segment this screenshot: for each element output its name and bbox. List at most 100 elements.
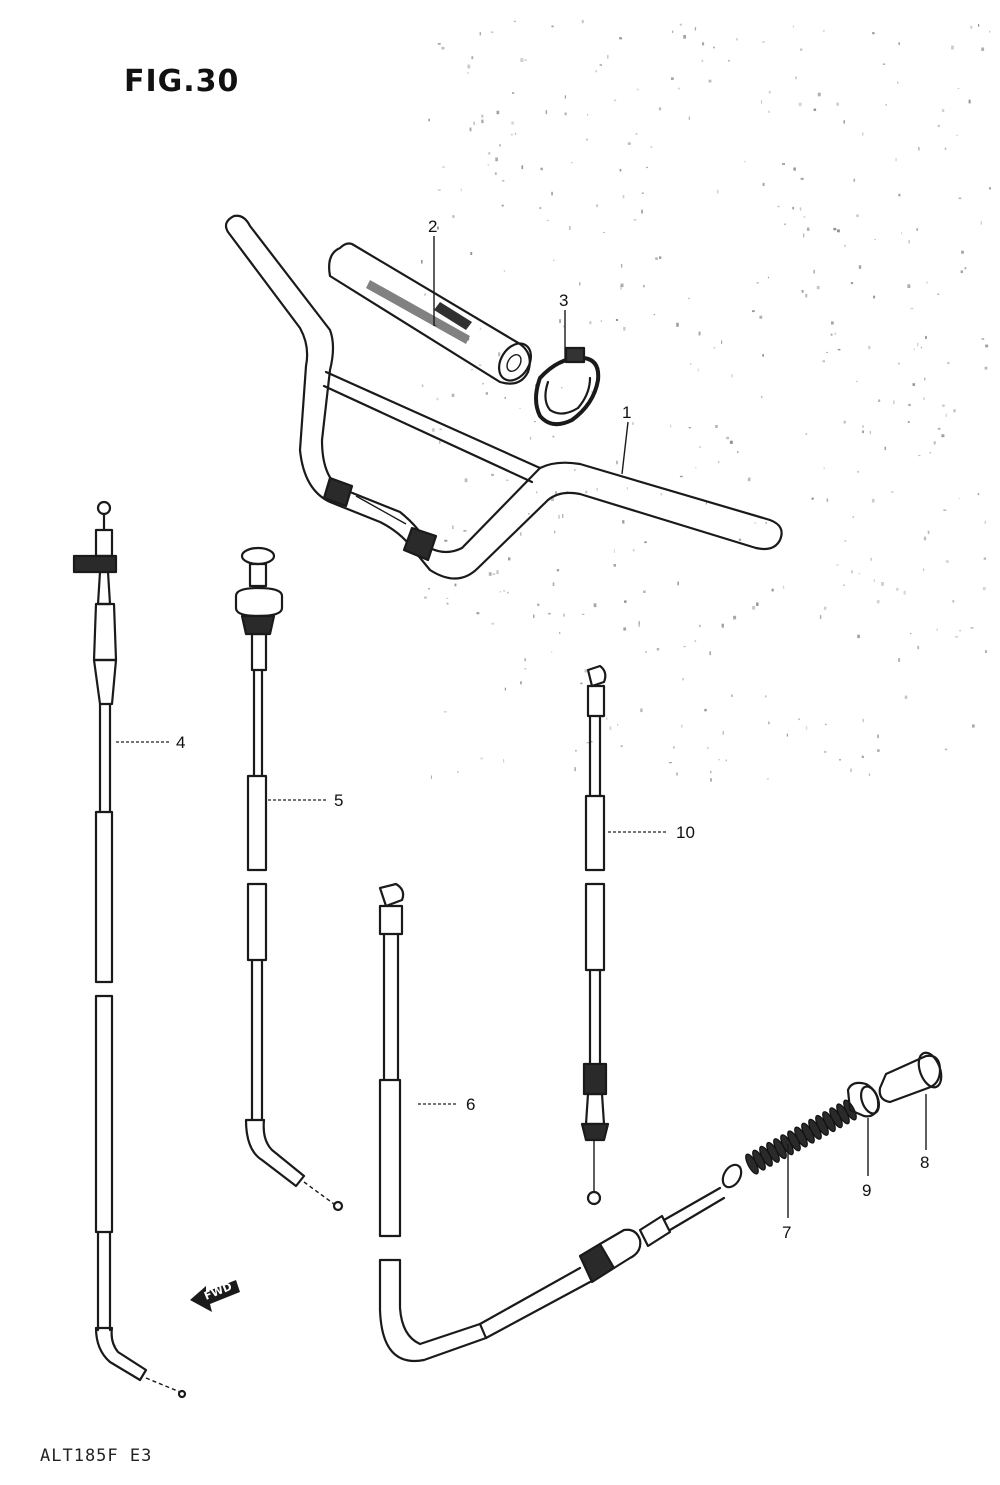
scan-speck <box>533 614 535 619</box>
scan-speck <box>464 478 468 483</box>
cap-part-9[interactable] <box>846 1081 882 1118</box>
scan-speck <box>862 132 864 136</box>
scan-speck <box>632 549 635 552</box>
scan-speck <box>570 162 573 164</box>
scan-speck <box>977 493 980 495</box>
scan-speck <box>646 166 648 169</box>
scan-speck <box>482 383 484 385</box>
scan-speck <box>653 314 655 316</box>
callout-label-10: 10 <box>676 823 695 842</box>
scan-speck <box>616 460 618 465</box>
cable-part-6[interactable] <box>378 882 745 1363</box>
scan-speck <box>660 493 663 496</box>
callout-label-9: 9 <box>862 1181 871 1200</box>
figure-title: FIG.30 <box>124 64 240 99</box>
scan-speck <box>877 749 880 752</box>
scan-speck <box>918 147 920 151</box>
scan-speck <box>907 284 911 288</box>
scan-speck <box>947 361 950 365</box>
cable-part-4[interactable] <box>72 500 187 1399</box>
scan-speck <box>552 435 555 438</box>
scan-speck <box>613 99 617 102</box>
scan-speck <box>836 564 839 566</box>
scan-speck <box>524 658 526 662</box>
scan-speck <box>885 104 887 106</box>
handlebar-part-1[interactable] <box>224 214 783 580</box>
scan-speck <box>800 48 803 51</box>
scan-speck <box>955 635 958 638</box>
scan-speck <box>638 621 640 625</box>
scan-speck <box>710 778 712 782</box>
scan-speck <box>816 286 820 290</box>
scan-speck <box>640 708 643 713</box>
scan-speck <box>421 260 423 264</box>
grip-part-2[interactable] <box>328 242 537 387</box>
scan-speck <box>490 31 494 33</box>
scan-speck <box>460 188 462 192</box>
scan-speck <box>941 434 945 438</box>
scan-speck <box>439 428 442 430</box>
scan-speck <box>957 87 960 90</box>
scan-speck <box>737 451 739 454</box>
scan-speck <box>981 47 985 51</box>
scan-speck <box>548 612 551 615</box>
scan-speck <box>721 623 724 628</box>
scan-speck <box>495 157 498 162</box>
scan-speck <box>831 321 834 325</box>
scan-speck <box>622 195 625 199</box>
scan-speck <box>890 491 894 493</box>
scan-speck <box>929 452 931 454</box>
scan-speck <box>682 677 684 681</box>
scan-speck <box>524 668 527 670</box>
scan-speck <box>623 627 627 631</box>
clamp-part-3[interactable] <box>534 346 601 427</box>
scan-speck <box>858 573 861 575</box>
scan-speck <box>837 229 840 233</box>
scan-speck <box>868 345 871 350</box>
callout-labels: 2 3 1 4 5 6 7 8 9 10 <box>176 217 929 1242</box>
scan-speck <box>877 734 879 739</box>
scan-speck <box>679 475 683 478</box>
scan-speck <box>945 560 949 563</box>
scan-speck <box>843 120 845 124</box>
scan-speck <box>926 281 928 284</box>
scan-speck <box>800 177 804 180</box>
scan-speck <box>507 591 509 594</box>
spring-part-7[interactable] <box>743 1098 858 1175</box>
scan-speck <box>823 606 827 610</box>
scan-speck <box>563 613 565 617</box>
callout-label-3: 3 <box>559 291 568 310</box>
scan-speck <box>638 623 640 628</box>
cable-part-5[interactable] <box>234 546 344 1212</box>
scan-speck <box>768 721 770 725</box>
scan-speck <box>655 257 658 260</box>
scan-speck <box>907 421 910 423</box>
scan-speck <box>558 514 560 519</box>
scan-speck <box>843 584 845 586</box>
scan-speck <box>626 487 628 490</box>
scan-speck <box>923 536 927 541</box>
scan-speck <box>463 529 467 532</box>
scan-speck <box>428 118 430 122</box>
scan-speck <box>607 54 609 59</box>
scan-speck <box>862 718 864 723</box>
adjuster-part-8[interactable] <box>878 1050 946 1104</box>
scan-speck <box>782 585 785 589</box>
scan-speck <box>473 121 475 125</box>
scan-speck <box>444 539 448 542</box>
scan-speck <box>432 428 435 432</box>
scan-speck <box>761 395 763 399</box>
scan-speck <box>536 491 538 494</box>
scan-speck <box>613 564 616 567</box>
scan-speck <box>617 724 619 726</box>
cable-part-10[interactable] <box>580 664 610 1206</box>
scan-speck <box>895 157 897 162</box>
scan-speck <box>424 596 427 599</box>
scan-speck <box>713 46 715 49</box>
scan-speck <box>765 695 767 698</box>
scan-speck <box>688 116 690 120</box>
scan-speck <box>813 108 817 111</box>
scan-speck <box>898 193 901 197</box>
scan-speck <box>555 491 557 495</box>
scan-speck <box>504 687 506 691</box>
